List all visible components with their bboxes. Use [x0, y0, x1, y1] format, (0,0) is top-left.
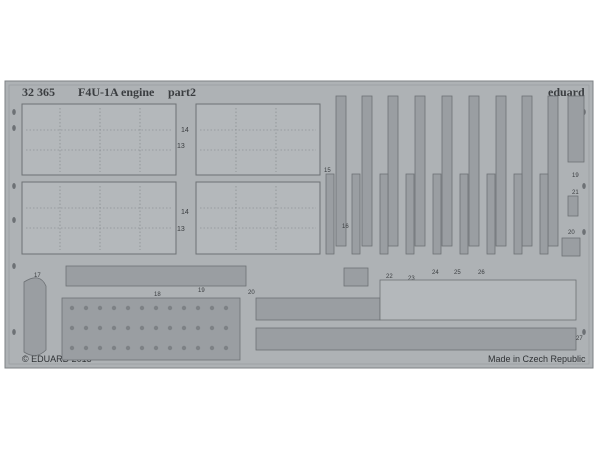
svg-text:F4U-1A engine: F4U-1A engine	[78, 85, 155, 99]
part-17-curved-plate	[23, 277, 47, 356]
svg-text:21: 21	[572, 190, 579, 196]
part-label-13-top: 13	[177, 143, 185, 150]
part-label-18: 18	[154, 292, 161, 298]
svg-text:18: 18	[154, 292, 161, 298]
origin-text: Made in Czech Republic	[488, 354, 586, 364]
svg-text:26: 26	[478, 270, 485, 276]
part-label-25: 25	[454, 270, 461, 276]
brand-logo-text: eduard	[548, 85, 585, 99]
part-label-19: 19	[198, 288, 205, 294]
part-21-bracket	[567, 195, 579, 217]
svg-text:16: 16	[342, 224, 349, 230]
panel-group	[21, 103, 321, 255]
bottom-strip-27	[255, 327, 577, 351]
bracket-row	[255, 297, 381, 321]
svg-text:14: 14	[181, 127, 189, 134]
svg-text:© EDUARD 2015: © EDUARD 2015	[22, 354, 92, 364]
svg-text:13: 13	[177, 226, 185, 233]
svg-text:27: 27	[576, 336, 583, 342]
part-label-26: 26	[478, 270, 485, 276]
svg-text:20: 20	[568, 230, 575, 236]
svg-text:15: 15	[324, 168, 331, 174]
vertical-strips	[325, 95, 559, 255]
part-label-15: 15	[324, 168, 331, 174]
svg-text:19: 19	[572, 173, 579, 179]
part-19-strip	[65, 265, 247, 287]
panel-bottom-right	[195, 181, 321, 255]
part-label-19-right: 19	[572, 173, 579, 179]
panel-top-right	[195, 103, 321, 176]
part-label-23: 23	[408, 276, 415, 282]
svg-text:19: 19	[198, 288, 205, 294]
panel-top-left	[21, 103, 177, 176]
svg-text:17: 17	[34, 273, 41, 279]
part-label-16: 16	[342, 224, 349, 230]
svg-text:25: 25	[454, 270, 461, 276]
svg-text:32 365: 32 365	[22, 85, 55, 99]
part-label-24: 24	[432, 270, 439, 276]
part-label-27: 27	[576, 336, 583, 342]
part-20-bracket-right	[561, 237, 581, 257]
panel-bottom-left	[21, 181, 177, 255]
svg-text:eduard: eduard	[548, 85, 585, 99]
part-label-14-top: 14	[181, 127, 189, 134]
part-label-17: 17	[34, 273, 41, 279]
svg-text:23: 23	[408, 276, 415, 282]
part-label-21: 21	[572, 190, 579, 196]
fret-part: part2	[168, 85, 196, 99]
part-label-22: 22	[386, 274, 393, 280]
part-label-20-right: 20	[568, 230, 575, 236]
svg-text:24: 24	[432, 270, 439, 276]
part-20-bracket-center	[343, 267, 369, 287]
svg-text:part2: part2	[168, 85, 196, 99]
part-label-14-bottom: 14	[181, 209, 189, 216]
svg-text:13: 13	[177, 143, 185, 150]
set-number: 32 365	[22, 85, 55, 99]
part-label-13-bottom: 13	[177, 226, 185, 233]
svg-text:20: 20	[248, 290, 255, 296]
part-strip-right	[567, 95, 585, 163]
part-label-20: 20	[248, 290, 255, 296]
svg-text:Made in Czech Republic: Made in Czech Republic	[488, 354, 586, 364]
plates-22-26	[379, 279, 577, 321]
fret-mounting-holes	[12, 109, 586, 335]
svg-text:22: 22	[386, 274, 393, 280]
copyright-text: © EDUARD 2015	[22, 354, 92, 364]
svg-text:14: 14	[181, 209, 189, 216]
fret-inner-frame	[8, 84, 590, 365]
fret-title: F4U-1A engine	[78, 85, 155, 99]
